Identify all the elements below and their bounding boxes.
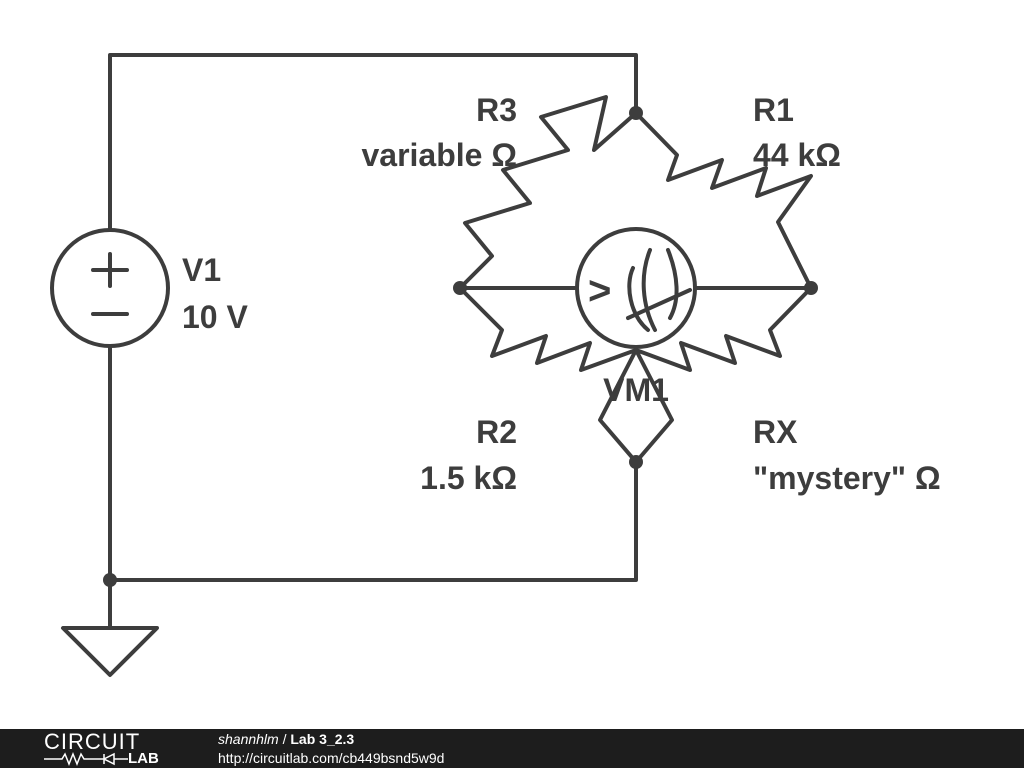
voltmeter-symbol: > [588, 269, 611, 313]
label-rx-name: RX [753, 414, 798, 450]
resistor-rx [634, 286, 813, 464]
resistor-r3 [458, 95, 638, 290]
circuit-title[interactable]: Lab 3_2.3 [290, 731, 355, 747]
node-left [453, 281, 467, 295]
voltmeter-needle [626, 248, 692, 332]
node-top [629, 106, 643, 120]
author-link[interactable]: shannhlm [218, 731, 279, 747]
label-r2-value: 1.5 kΩ [420, 460, 517, 496]
label-r3-value: variable Ω [361, 137, 517, 173]
label-vm1-name: VM1 [603, 372, 669, 408]
label-r2-name: R2 [476, 414, 517, 450]
node-bottom [629, 455, 643, 469]
voltmeter-circle [575, 227, 697, 349]
label-r1-name: R1 [753, 92, 794, 128]
voltage-source-circle [50, 228, 170, 348]
resistor-r2 [458, 286, 638, 464]
byline-separator: / [278, 731, 291, 747]
circuit-schematic: > V1 10 V R3 variable Ω R1 44 kΩ VM1 R2 … [50, 53, 941, 677]
label-r3-name: R3 [476, 92, 517, 128]
wire-top-loop [108, 53, 638, 232]
resistor-r1 [634, 111, 813, 290]
wire-left-return [108, 345, 638, 582]
resistor-diode-icon [44, 752, 128, 766]
label-v1-name: V1 [182, 252, 221, 288]
ground-symbol [61, 626, 159, 677]
logo-text-lab: LAB [128, 750, 159, 767]
label-r1-value: 44 kΩ [753, 137, 841, 173]
voltage-source-v1 [50, 228, 170, 348]
node-ground [103, 573, 117, 587]
voltmeter-vm1: > [575, 227, 697, 349]
wires [108, 53, 813, 629]
label-rx-value: "mystery" Ω [753, 460, 941, 496]
footer-bar: CIRCUIT LAB shannhlm / Lab 3_2.3 http://… [0, 729, 1024, 768]
node-right [804, 281, 818, 295]
circuit-byline: shannhlm / Lab 3_2.3 [218, 731, 354, 747]
plus-sign [91, 252, 129, 288]
logo-text-circuit: CIRCUIT [44, 729, 141, 754]
circuitlab-logo[interactable]: CIRCUIT LAB [44, 731, 174, 767]
label-v1-value: 10 V [182, 299, 248, 335]
circuit-url[interactable]: http://circuitlab.com/cb449bsnd5w9d [218, 750, 445, 766]
junction-nodes [103, 106, 818, 587]
